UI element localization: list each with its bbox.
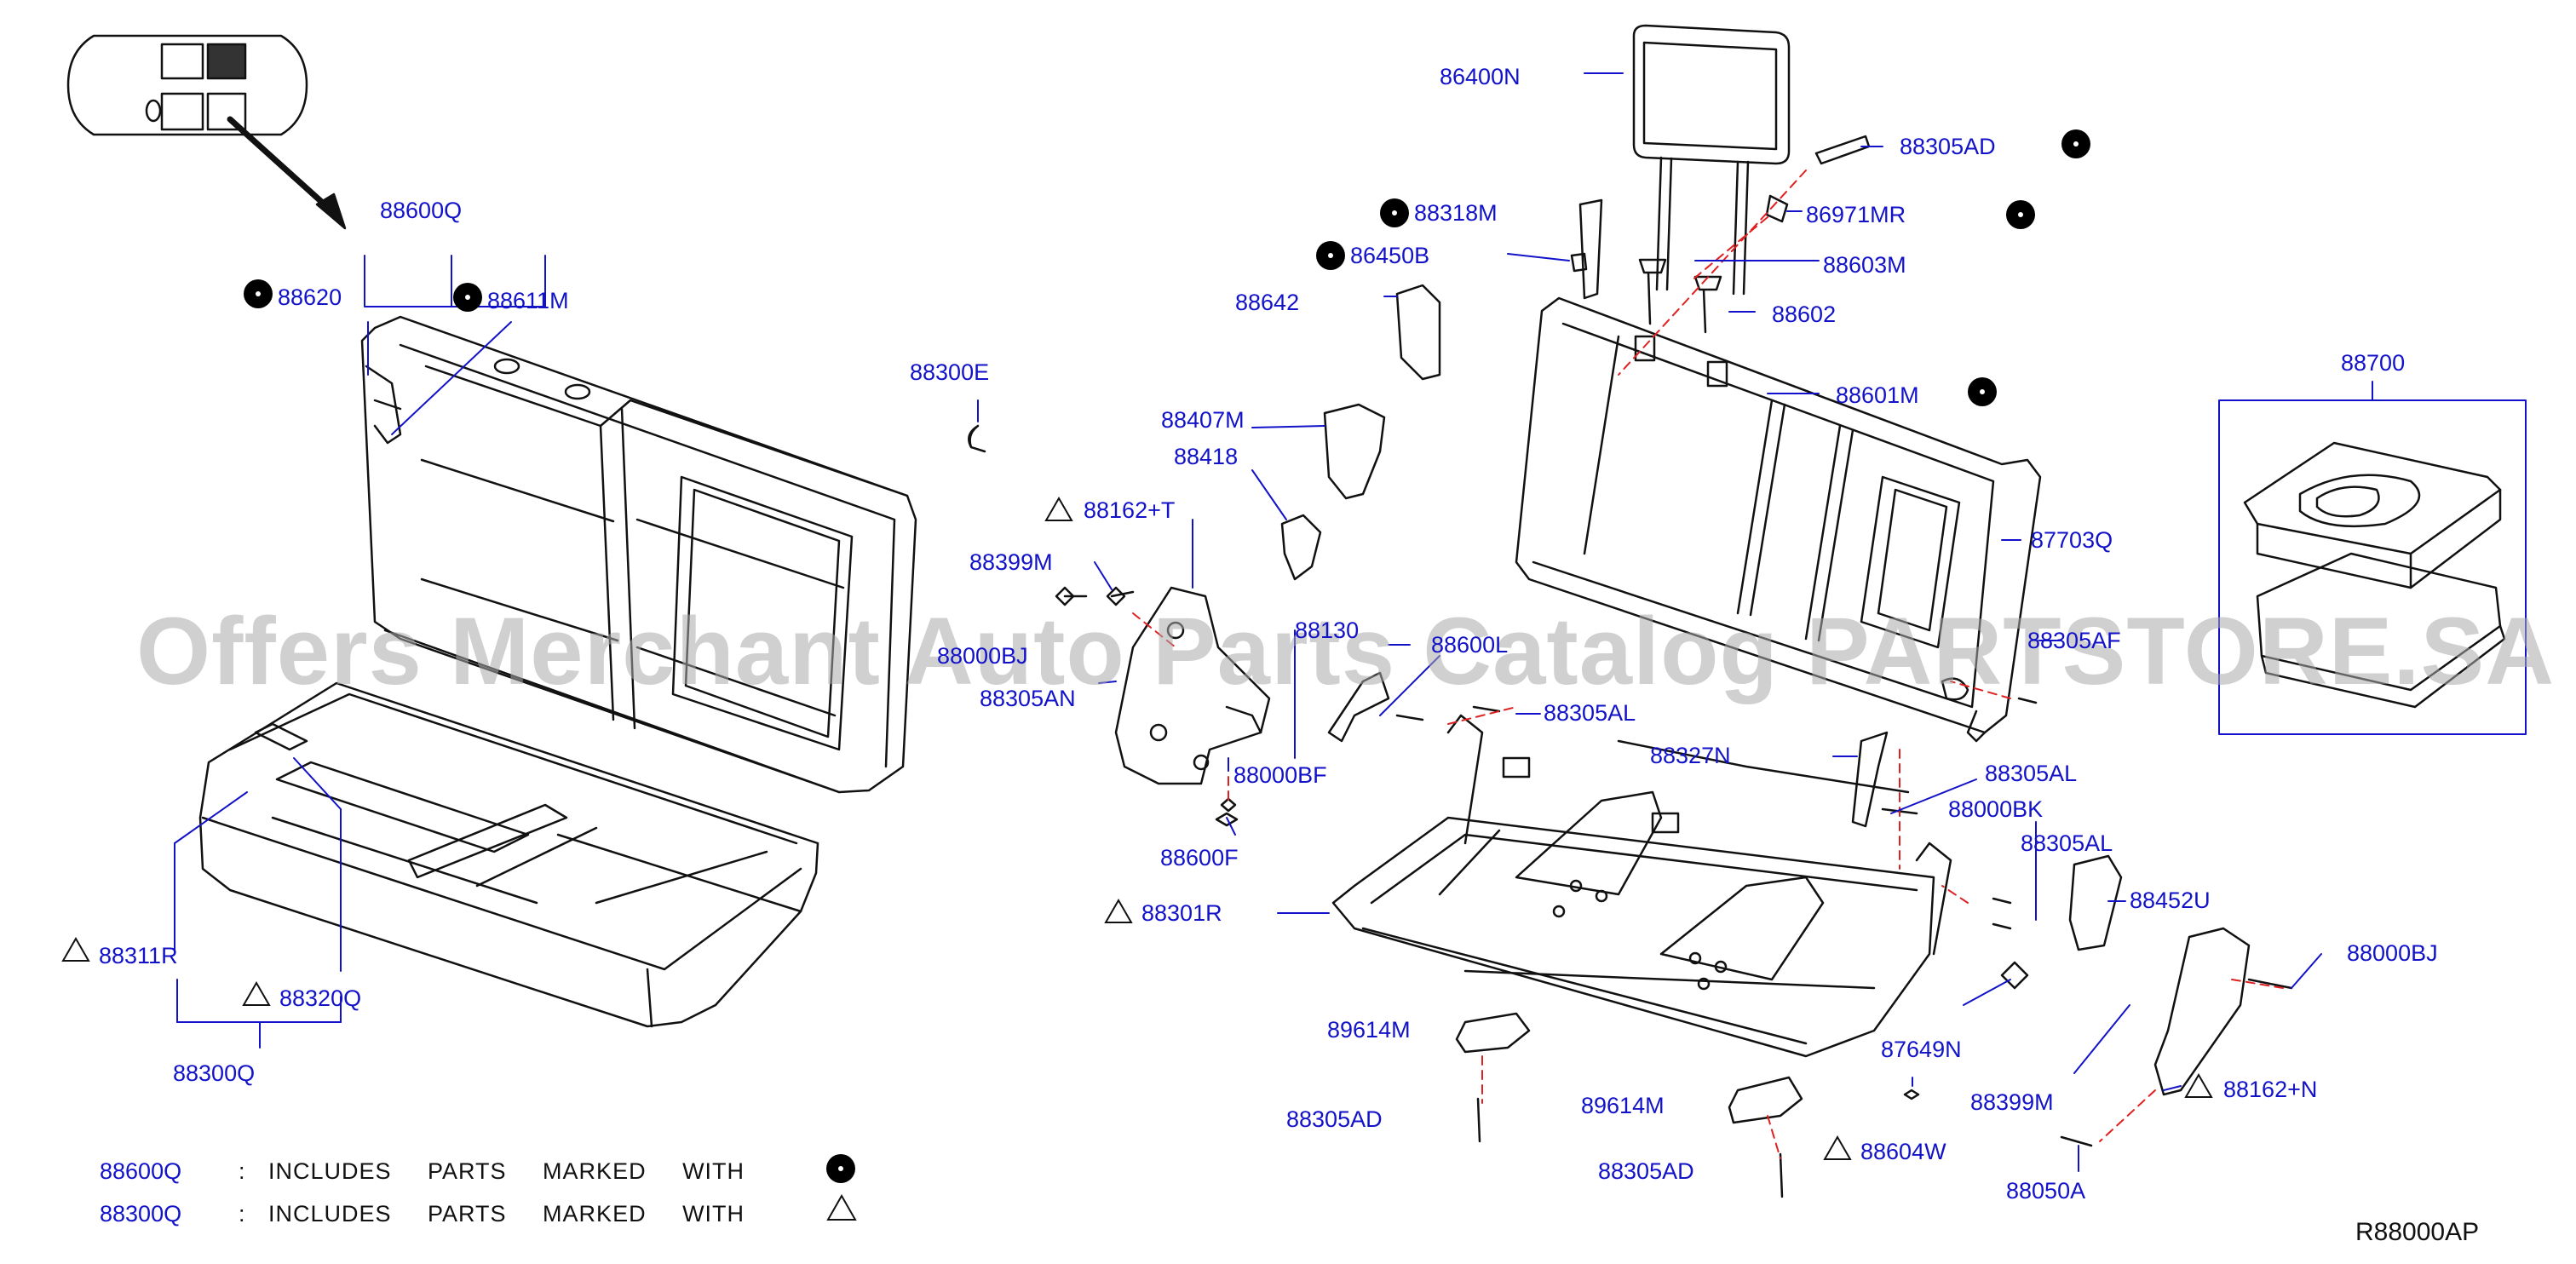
legend-code: 88600Q: [100, 1158, 182, 1184]
part-label-88000bk[interactable]: 88000BK: [1948, 796, 2044, 822]
part-label-88611m[interactable]: 88611M: [487, 288, 569, 313]
part-label-88000bf[interactable]: 88000BF: [1233, 762, 1327, 788]
part-label-88050a[interactable]: 88050A: [2006, 1178, 2086, 1204]
part-label-88604w[interactable]: 88604W: [1860, 1139, 1946, 1164]
part-label-88601m[interactable]: 88601M: [1836, 382, 1919, 408]
part-label-88162n[interactable]: 88162+N: [2223, 1077, 2318, 1102]
dot-marker: [244, 279, 273, 308]
part-label-88305an[interactable]: 88305AN: [980, 686, 1076, 711]
part-label-88320q[interactable]: 88320Q: [279, 985, 362, 1011]
part-label-88327n[interactable]: 88327N: [1650, 743, 1731, 768]
part-label-88300e[interactable]: 88300E: [910, 359, 990, 385]
part-label-88000bj-left[interactable]: 88000BJ: [937, 643, 1028, 669]
seat-back-frame: [1515, 296, 2042, 743]
dot-marker: [1380, 198, 1409, 227]
part-label-88318m[interactable]: 88318M: [1414, 200, 1498, 226]
dot-marker: [1316, 241, 1345, 270]
hook-pad-1: [1455, 1012, 1531, 1054]
part-label-88305ad-mid[interactable]: 88305AD: [1286, 1106, 1383, 1132]
bracket-88642: [1395, 284, 1441, 381]
legend-code: 88300Q: [100, 1201, 182, 1227]
diagram-code: R88000AP: [2355, 1218, 2480, 1246]
part-label-88620[interactable]: 88620: [278, 284, 342, 310]
legend-separator: :: [239, 1201, 245, 1227]
part-label-88399m-right[interactable]: 88399M: [1970, 1089, 2054, 1115]
part-label-88418[interactable]: 88418: [1174, 444, 1239, 469]
trim-cover-88418: [1280, 514, 1322, 581]
legend-text: INCLUDES PARTS MARKED WITH: [268, 1158, 745, 1184]
seat-pan-frame: [1331, 714, 1952, 1058]
legend-separator: :: [239, 1158, 245, 1184]
bracket-88318m: [1578, 198, 1603, 300]
part-label-88305al-2[interactable]: 88305AL: [1985, 761, 2078, 786]
part-label-88305ad-bot[interactable]: 88305AD: [1598, 1158, 1694, 1184]
part-label-88600q[interactable]: 88600Q: [380, 198, 463, 223]
part-label-86450b[interactable]: 86450B: [1350, 243, 1430, 268]
part-label-86400n[interactable]: 86400N: [1440, 64, 1521, 89]
part-label-88602[interactable]: 88602: [1772, 302, 1837, 327]
part-label-88603m[interactable]: 88603M: [1823, 252, 1906, 278]
dot-marker: [826, 1154, 855, 1183]
part-label-87703q[interactable]: 87703Q: [2031, 527, 2113, 553]
dot-marker: [1968, 377, 1997, 406]
hinge-bracket-right: [2153, 927, 2251, 1096]
part-label-88305af[interactable]: 88305AF: [2027, 628, 2121, 653]
part-label-88300q[interactable]: 88300Q: [173, 1060, 256, 1086]
part-label-88452u[interactable]: 88452U: [2130, 888, 2211, 913]
fasteners: [1055, 135, 2293, 1198]
part-label-88130[interactable]: 88130: [1295, 618, 1360, 643]
headrest: [1632, 24, 1791, 296]
seat-cushion: [198, 681, 819, 1028]
part-label-88700[interactable]: 88700: [2341, 350, 2406, 376]
part-label-88407m[interactable]: 88407M: [1161, 407, 1245, 433]
hook-pad-2: [1728, 1076, 1803, 1124]
part-label-86971mr[interactable]: 86971MR: [1806, 202, 1906, 227]
part-label-88399m-left[interactable]: 88399M: [969, 549, 1053, 575]
part-label-89614m-2[interactable]: 89614M: [1581, 1093, 1665, 1118]
trim-cover-88407m: [1323, 403, 1386, 500]
dot-marker: [2006, 200, 2035, 229]
legend-text: INCLUDES PARTS MARKED WITH: [268, 1201, 745, 1227]
dot-marker: [2061, 129, 2090, 158]
hinge-bracket-88130: [1327, 671, 1390, 743]
trim-cover-88452u: [2068, 854, 2123, 951]
part-label-88000bj-right[interactable]: 88000BJ: [2347, 940, 2438, 966]
watermark: Offers Merchant Auto Parts Catalog PARTS…: [136, 598, 2556, 704]
clip-88300e: [968, 424, 986, 453]
part-label-88600l[interactable]: 88600L: [1431, 632, 1509, 658]
part-label-87649n[interactable]: 87649N: [1881, 1037, 1962, 1062]
dot-marker: [453, 283, 482, 312]
part-label-88305al-3[interactable]: 88305AL: [2021, 830, 2113, 856]
part-label-88600f[interactable]: 88600F: [1160, 845, 1239, 870]
part-label-88642[interactable]: 88642: [1235, 290, 1300, 315]
hinge-bracket-left: [1114, 586, 1271, 785]
part-label-88305al-1[interactable]: 88305AL: [1544, 700, 1636, 726]
part-label-89614m-1[interactable]: 89614M: [1327, 1017, 1411, 1043]
part-label-88305ad-top[interactable]: 88305AD: [1900, 134, 1996, 159]
part-label-88311r[interactable]: 88311R: [99, 943, 178, 968]
seat-back-cushion: [360, 315, 917, 794]
part-label-88301r[interactable]: 88301R: [1141, 900, 1222, 926]
vehicle-locator-icon: [66, 34, 347, 230]
trim-cover-88327n: [1851, 731, 1889, 828]
part-label-88162t[interactable]: 88162+T: [1084, 497, 1176, 523]
